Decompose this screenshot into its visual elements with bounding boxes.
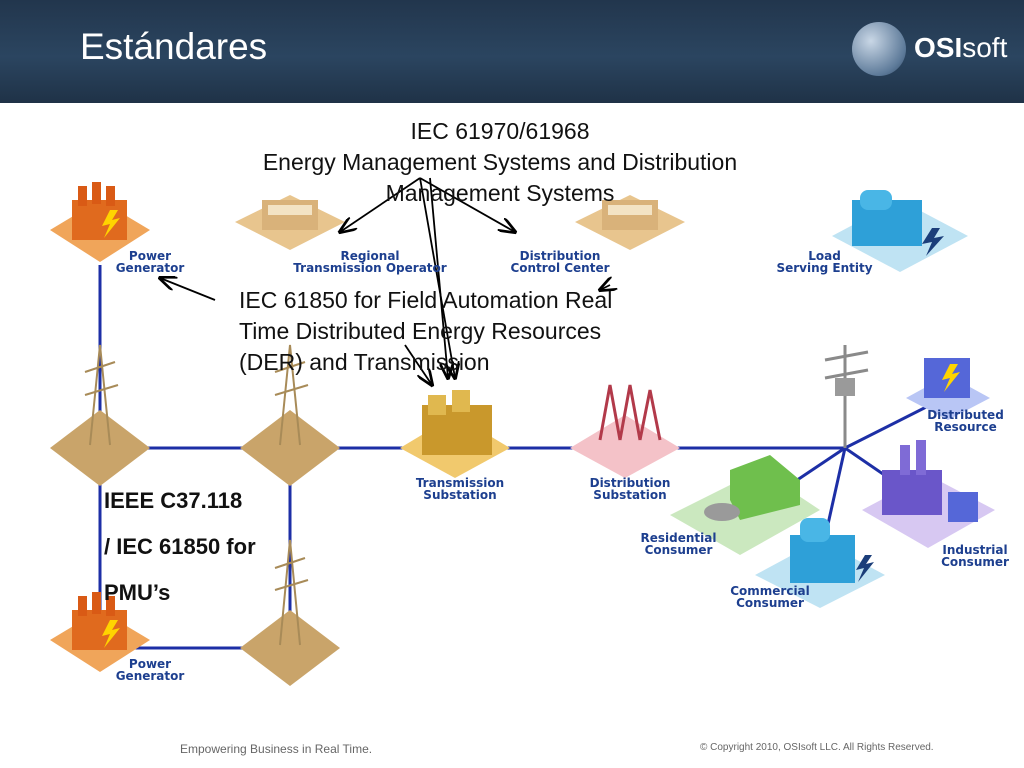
load-serving-icon bbox=[832, 190, 968, 272]
osisoft-logo-text: OSIsoft bbox=[914, 32, 1008, 63]
pylon-1 bbox=[50, 344, 150, 486]
iec61970-annotation: IEC 61970/61968 Energy Management System… bbox=[262, 118, 738, 206]
grid-diagram bbox=[50, 177, 995, 686]
slide-title: Estándares bbox=[80, 26, 268, 67]
annotation-arrows bbox=[160, 177, 610, 385]
osisoft-logo: OSIsoft bbox=[852, 22, 1012, 80]
residential-consumer-icon bbox=[670, 455, 820, 555]
osisoft-logo-icon bbox=[852, 22, 906, 76]
industrial-consumer-icon bbox=[862, 440, 995, 548]
iec61850-annotation: IEC 61850 for Field Automation Real Time… bbox=[239, 287, 613, 375]
utility-pole bbox=[824, 345, 869, 448]
transmission-substation-icon bbox=[400, 390, 510, 478]
pylon-2 bbox=[240, 344, 340, 486]
pylon-3 bbox=[240, 539, 340, 686]
pmu-annotation: IEEE C37.118 / IEC 61850 for PMU’s bbox=[104, 488, 256, 605]
power-generator-bottom-icon bbox=[50, 592, 150, 672]
power-generator-top-icon bbox=[50, 182, 150, 262]
distributed-resource-icon bbox=[906, 358, 990, 420]
commercial-consumer-icon bbox=[755, 518, 885, 608]
distribution-substation-icon bbox=[570, 384, 680, 478]
regional-operator-icon bbox=[235, 195, 345, 250]
distribution-control-icon bbox=[575, 195, 685, 250]
footer-copyright: © Copyright 2010, OSIsoft LLC. All Right… bbox=[700, 742, 934, 753]
footer-tagline: Empowering Business in Real Time. bbox=[180, 742, 373, 756]
